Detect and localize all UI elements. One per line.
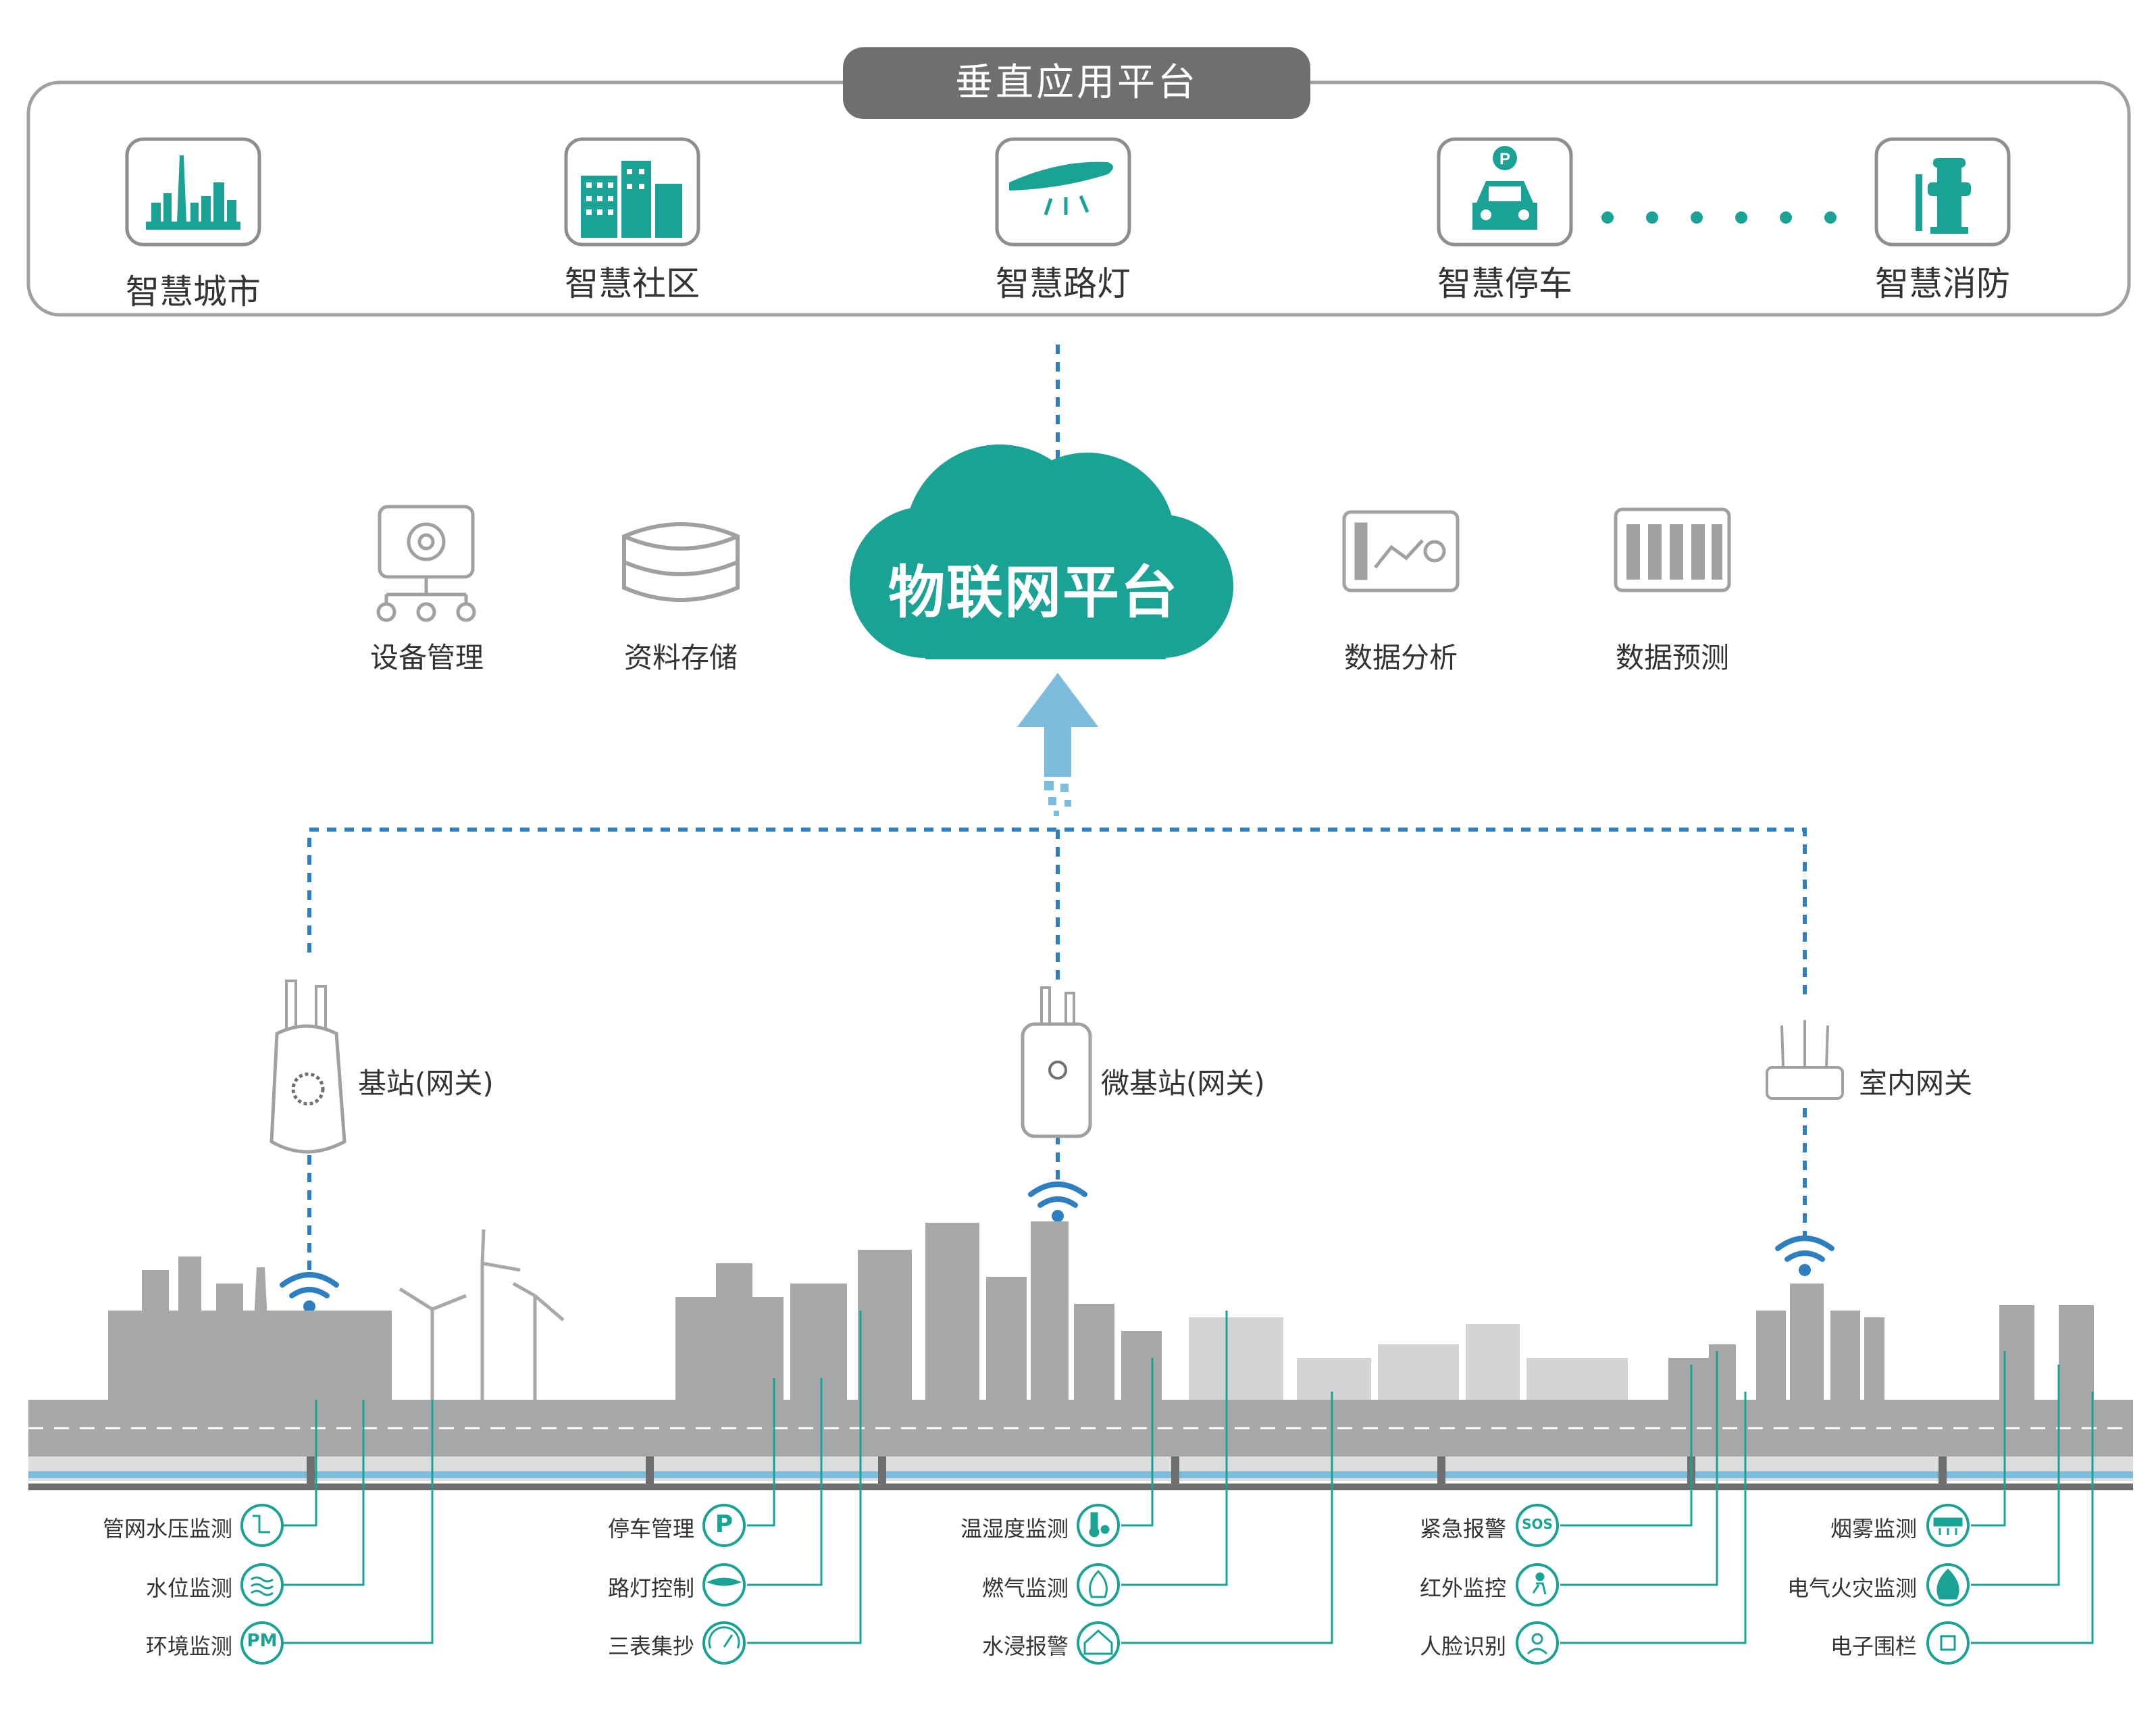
city-silhouette-light bbox=[1189, 1317, 1628, 1400]
sensor-label-meter-reading: 三表集抄 bbox=[607, 1633, 694, 1659]
more-apps-ellipsis bbox=[1601, 211, 1837, 224]
sensor-icon-circles bbox=[240, 1504, 1970, 1665]
wifi-signal-icons bbox=[280, 1182, 1834, 1313]
face-recognition-icon bbox=[1526, 1633, 1548, 1655]
sensor-label-water-level: 水位监测 bbox=[145, 1575, 232, 1601]
platform-title: 垂直应用平台 bbox=[843, 47, 1310, 119]
app-label-smart-parking: 智慧停车 bbox=[1437, 264, 1572, 303]
sensor-label-electric-fire: 电气火灾监测 bbox=[1787, 1575, 1917, 1601]
gateway-label-indoor: 室内网关 bbox=[1859, 1067, 1973, 1100]
service-label-data-prediction: 数据预测 bbox=[1615, 641, 1729, 674]
service-label-device-management: 设备管理 bbox=[369, 641, 484, 674]
parking-car-icon bbox=[1472, 146, 1537, 230]
gas-flame-icon bbox=[1089, 1569, 1108, 1598]
data-prediction-icon bbox=[1614, 507, 1731, 592]
app-label-smart-city: 智慧城市 bbox=[126, 272, 261, 311]
sensor-label-emergency: 紧急报警 bbox=[1419, 1516, 1506, 1542]
service-label-data-storage: 资料存储 bbox=[623, 641, 738, 674]
electric-fire-icon bbox=[1936, 1568, 1959, 1600]
app-icon-boxes bbox=[125, 137, 2011, 247]
underground-pipe bbox=[28, 1484, 2133, 1490]
sensor-label-environment: 环境监测 bbox=[145, 1633, 232, 1659]
sensor-label-infrared: 红外监控 bbox=[1419, 1575, 1506, 1601]
meter-gauge-icon bbox=[708, 1626, 740, 1649]
database-icon bbox=[622, 522, 740, 602]
sensor-label-parking: 停车管理 bbox=[607, 1516, 694, 1542]
service-label-data-analysis: 数据分析 bbox=[1343, 641, 1458, 674]
street-lamp-icon bbox=[707, 1577, 742, 1586]
sensor-glyphs bbox=[251, 1512, 1963, 1655]
app-label-smart-community: 智慧社区 bbox=[565, 264, 700, 303]
e-fence-icon bbox=[1940, 1635, 1956, 1651]
sensor-label-temp-humidity: 温湿度监测 bbox=[960, 1516, 1069, 1542]
indoor-router-icon bbox=[1766, 1020, 1844, 1100]
device-management-icon bbox=[376, 505, 476, 622]
pipe-pressure-icon bbox=[253, 1515, 270, 1533]
parking-pin-letter: P bbox=[1499, 150, 1510, 168]
sensor-label-smoke: 烟雾监测 bbox=[1830, 1516, 1917, 1542]
fire-hydrant-icon bbox=[1916, 158, 1971, 234]
micro-base-station-icon bbox=[1021, 986, 1092, 1138]
water-pipe bbox=[28, 1471, 2133, 1478]
smoke-detector-icon bbox=[1933, 1517, 1963, 1535]
wind-turbines bbox=[399, 1229, 565, 1400]
iot-cloud bbox=[850, 445, 1233, 659]
parking-icon: P bbox=[715, 1511, 734, 1538]
city-silhouette bbox=[108, 1221, 2094, 1400]
cloud-label: 物联网平台 bbox=[888, 559, 1179, 626]
flood-alarm-icon bbox=[1083, 1629, 1113, 1655]
app-label-smart-streetlight: 智慧路灯 bbox=[996, 264, 1131, 303]
sensor-label-pipe-pressure: 管网水压监测 bbox=[102, 1516, 232, 1542]
street-light-icon bbox=[1009, 161, 1113, 216]
dashed-connectors bbox=[307, 345, 1807, 1270]
pm-icon: PM bbox=[247, 1631, 278, 1651]
upload-arrow-icon bbox=[1017, 673, 1098, 816]
city-skyline-icon bbox=[146, 155, 240, 230]
app-label-smart-fire: 智慧消防 bbox=[1875, 264, 2010, 303]
water-level-icon bbox=[251, 1576, 274, 1596]
gateway-label-micro-base-station: 微基站(网关) bbox=[1101, 1067, 1265, 1100]
sensor-label-gas: 燃气监测 bbox=[981, 1575, 1069, 1601]
sensor-label-e-fence: 电子围栏 bbox=[1830, 1633, 1917, 1659]
sos-icon: SOS bbox=[1522, 1516, 1553, 1532]
infrared-person-icon bbox=[1532, 1572, 1547, 1595]
sensor-label-streetlight: 路灯控制 bbox=[607, 1575, 694, 1601]
sensor-leader-lines bbox=[282, 1311, 2094, 1644]
community-buildings-icon bbox=[581, 161, 682, 238]
gateway-label-base-station: 基站(网关) bbox=[358, 1067, 494, 1100]
data-analysis-icon bbox=[1342, 510, 1460, 592]
sensor-label-face: 人脸识别 bbox=[1419, 1633, 1506, 1659]
thermometer-icon bbox=[1089, 1512, 1110, 1538]
base-station-icon bbox=[270, 980, 346, 1154]
sensor-label-flood: 水浸报警 bbox=[981, 1633, 1069, 1659]
